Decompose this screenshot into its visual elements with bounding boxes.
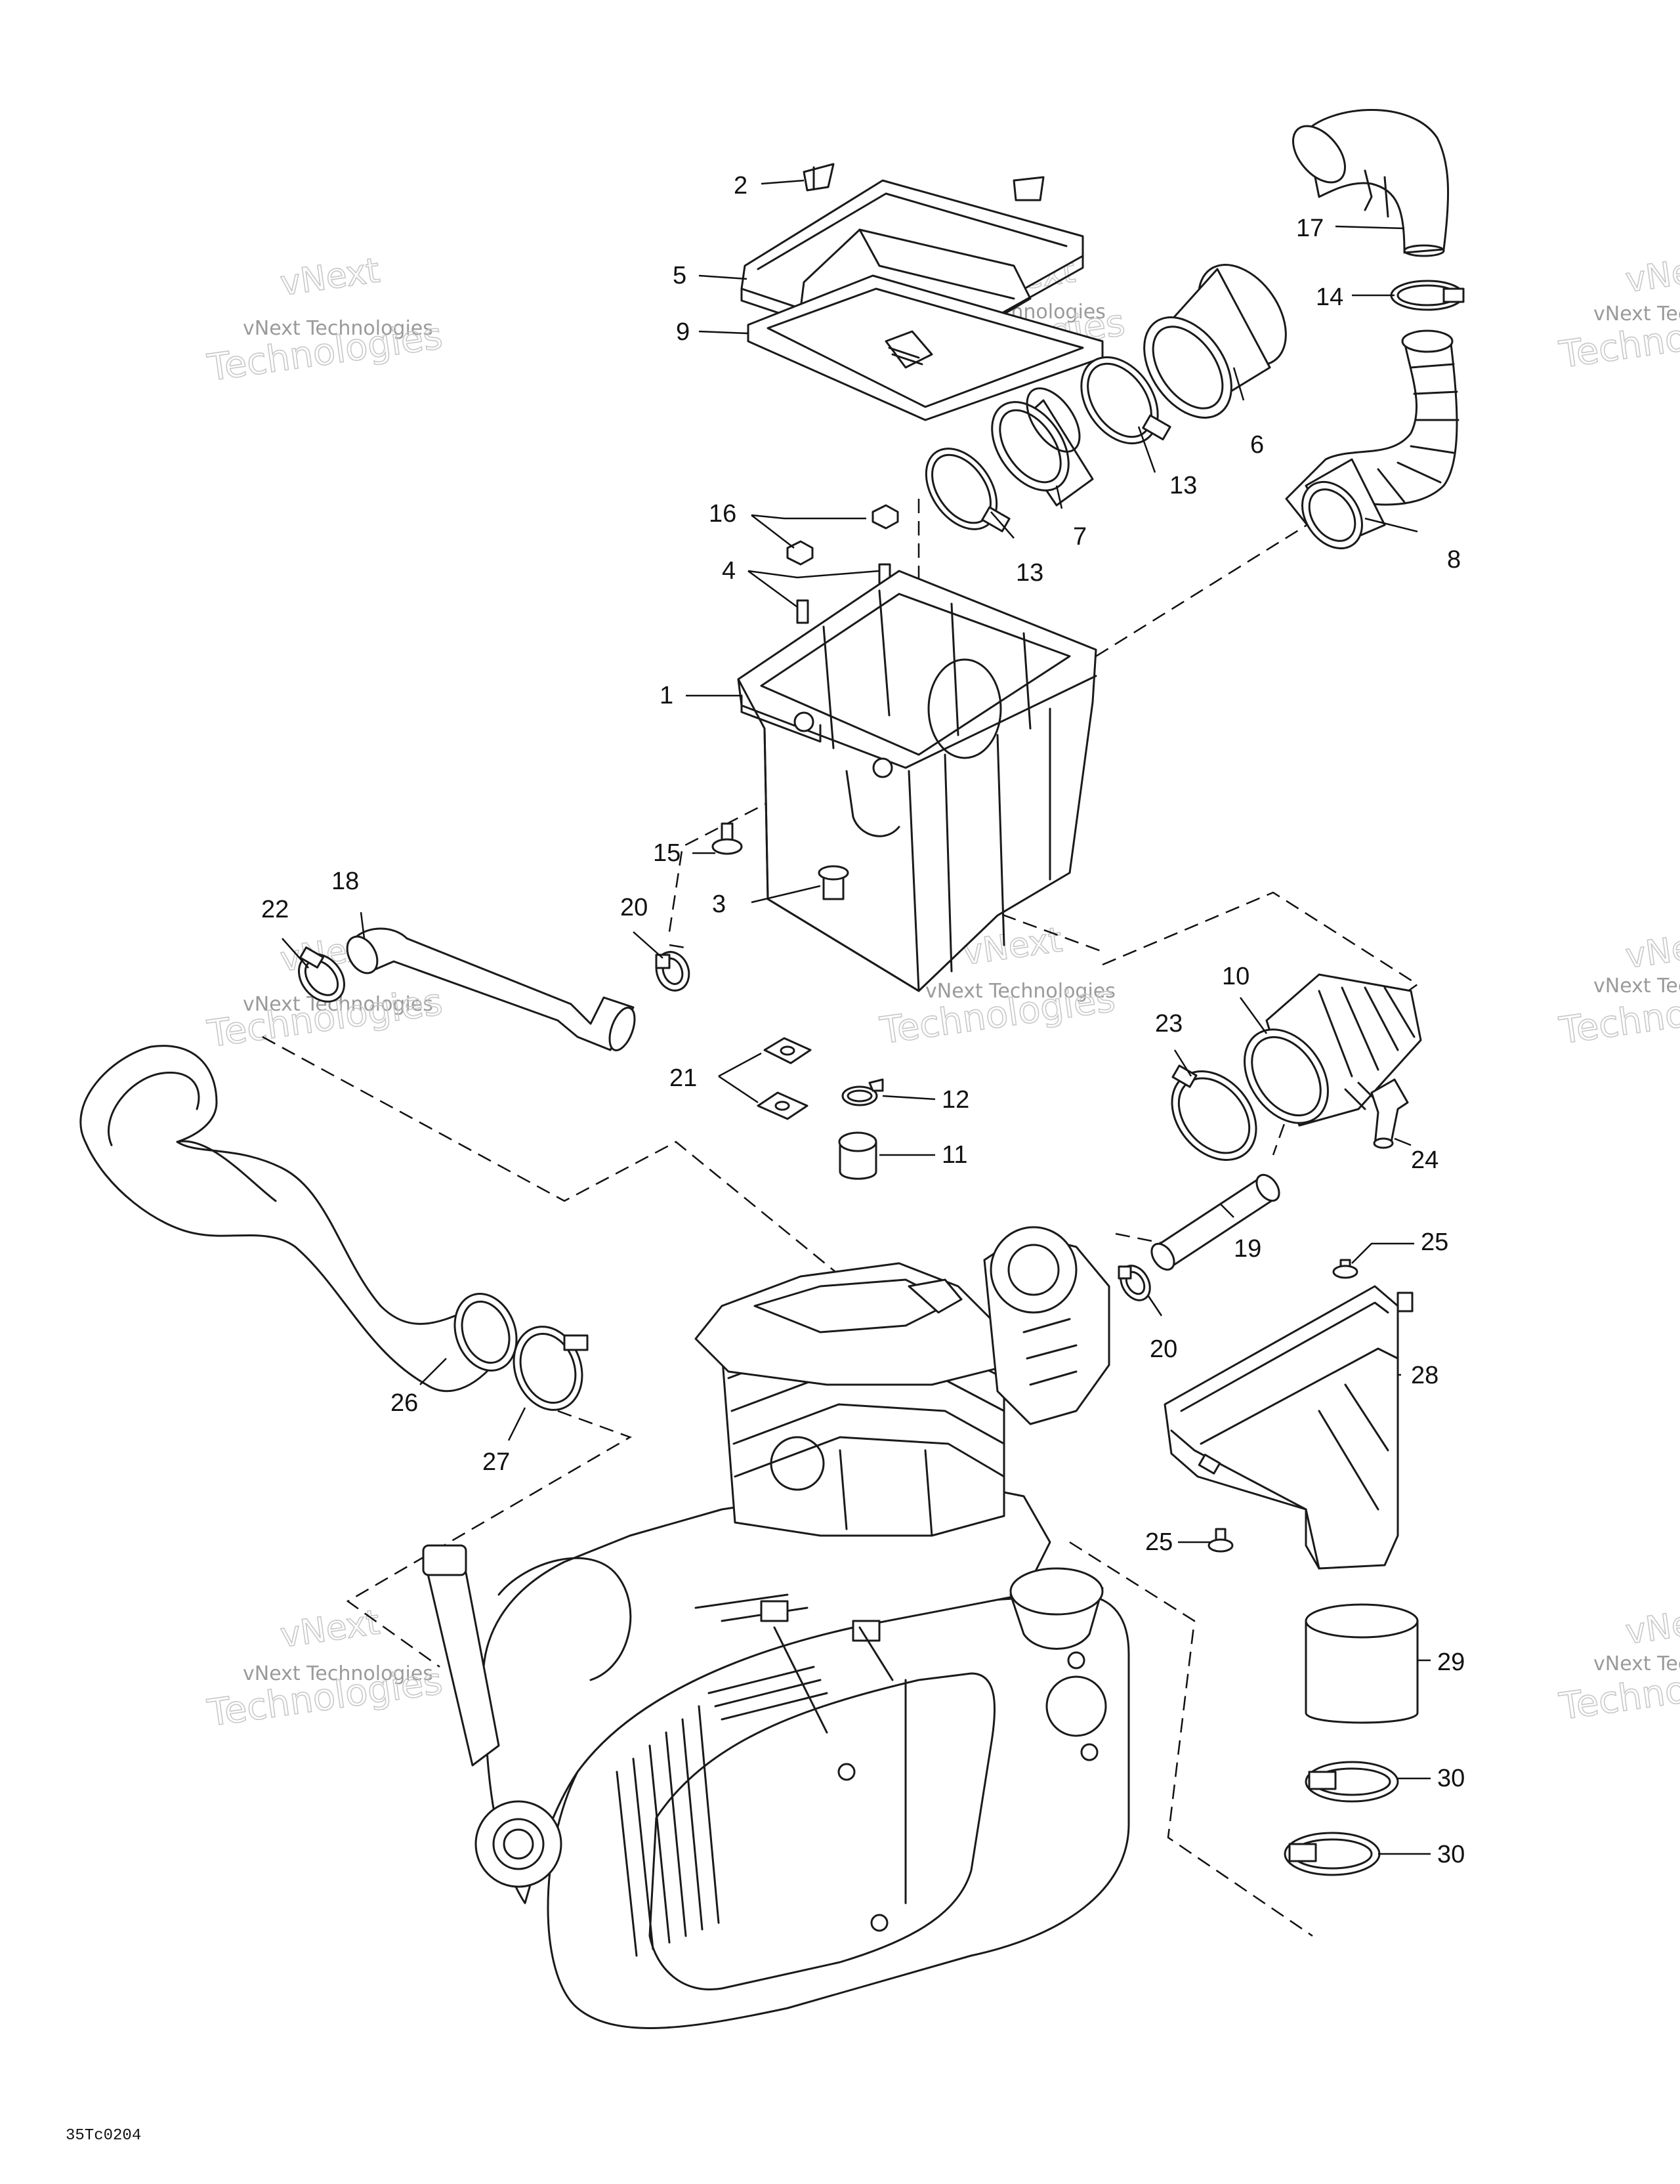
watermark-text: vNext Tec [1593,1652,1680,1675]
clamp-20-lower [1118,1265,1151,1301]
screw-25-lower [1208,1528,1234,1553]
callout-7: 7 [1073,523,1087,551]
adaptor [991,387,1094,507]
watermark-left-low: vNext vNext Technologies Technologies [204,1603,446,1736]
drawing-reference: 35Tc0204 [66,2127,141,2145]
clamp-27 [513,1326,589,1411]
callout-24: 24 [1411,1146,1438,1174]
callout-18: 18 [331,868,359,895]
carburetor-adaptor [1244,973,1422,1127]
callout-4: 4 [722,557,736,585]
callout-23: 23 [1155,1010,1183,1038]
clamp-14 [1390,280,1465,311]
sleeve-29 [1305,1603,1419,1724]
callout-19: 19 [1234,1235,1261,1263]
callout-1: 1 [660,682,673,709]
callout-29: 29 [1437,1648,1465,1676]
watermark-text: vNext [278,251,382,304]
watermark-text: vNe [1623,928,1680,976]
watermark-text: vNe [1623,252,1680,301]
clip-left [803,163,835,192]
watermark-text: vNext Technologies [243,1662,433,1685]
intake-elbow [1292,109,1450,257]
cvt-outlet-duct [1164,1285,1414,1570]
leader-lines [282,179,1431,1855]
intake-hose [1285,329,1460,550]
watermark-left-top: vNext vNext Technologies Technologies [204,251,446,390]
callout-28: 28 [1411,1362,1438,1389]
callout-14: 14 [1316,284,1343,311]
watermark-text: Techno [1557,316,1680,377]
watermark-right-low: vNe vNext Tec Techno [1556,1604,1680,1729]
watermark-text: vNext [278,1603,382,1656]
callout-11: 11 [942,1141,967,1169]
washer-21-upper [763,1037,812,1064]
screw-15 [711,822,743,855]
stud-4-left [796,599,809,624]
watermark-right-mid: vNe vNext Tec Techno [1556,928,1680,1053]
callout-26: 26 [390,1389,418,1417]
callout-20-lower-label: 20 [1150,1335,1177,1363]
drain-fitting [818,865,849,900]
watermark-text: vNext Tec [1593,975,1680,998]
callout-30-upper: 30 [1437,1765,1465,1792]
callout-5: 5 [673,262,686,289]
callout-13-lower: 13 [1016,559,1043,587]
callout-25-lower: 25 [1145,1528,1173,1556]
callout-25-upper: 25 [1421,1228,1448,1256]
watermark-text: vNe [1623,1604,1680,1652]
clamp-13-upper [1080,356,1171,445]
nut-16-right [872,504,899,530]
watermark-text: Techno [1557,992,1680,1053]
watermark-text: vNext Technologies [243,317,433,340]
breather-hose [346,927,636,1051]
callout-22: 22 [261,896,289,923]
clamp-22 [298,946,345,1003]
callout-16: 16 [709,500,736,528]
watermark-text: vNext Technologies [925,980,1116,1003]
dashed-line [1095,471,1392,658]
callout-12: 12 [942,1086,969,1114]
clamp-12 [841,1078,884,1106]
clip-right [1013,176,1045,201]
callout-15: 15 [653,839,681,867]
callout-17: 17 [1296,215,1324,242]
callout-8-label: 8 [1447,546,1461,574]
callout-30-lower: 30 [1437,1841,1465,1868]
engine-assembly [422,1226,1130,2029]
callout-20-upper: 20 [620,894,648,921]
washer-21-lower [757,1091,808,1120]
callout-10: 10 [1222,963,1250,990]
callout-21: 21 [669,1064,697,1092]
callout-3: 3 [712,891,726,918]
dashed-line [346,1410,632,1668]
elbow-24 [1370,1078,1409,1149]
dashed-line [262,1036,854,1287]
callout-9: 9 [676,318,690,346]
dashed-line [669,944,690,950]
callout-2: 2 [734,172,747,200]
watermark-right-top: vNe vNext Tec Techno [1556,252,1680,377]
callout-27: 27 [482,1448,510,1476]
dashed-line [668,786,798,933]
callout-6: 6 [1250,431,1264,459]
callout-13-upper: 13 [1169,472,1197,499]
cvt-air-inlet-duct [79,1045,518,1393]
screw-25-upper [1332,1259,1358,1279]
dashed-line [1069,1541,1313,1937]
callout-labels: 2 5 9 6 13 7 13 8 8 17 14 16 4 1 15 3 18… [261,172,1465,1868]
intake-boot [1143,264,1287,419]
watermark-text: vNext Tec [1593,303,1680,326]
clamp-30-lower [1284,1832,1381,1876]
clamp-30-upper [1305,1761,1399,1803]
clamp-23 [1171,1064,1257,1161]
hose-19 [1150,1173,1280,1271]
watermark-text: Techno [1557,1668,1680,1729]
clamp-20-upper [655,951,690,992]
cap-11 [838,1131,877,1180]
